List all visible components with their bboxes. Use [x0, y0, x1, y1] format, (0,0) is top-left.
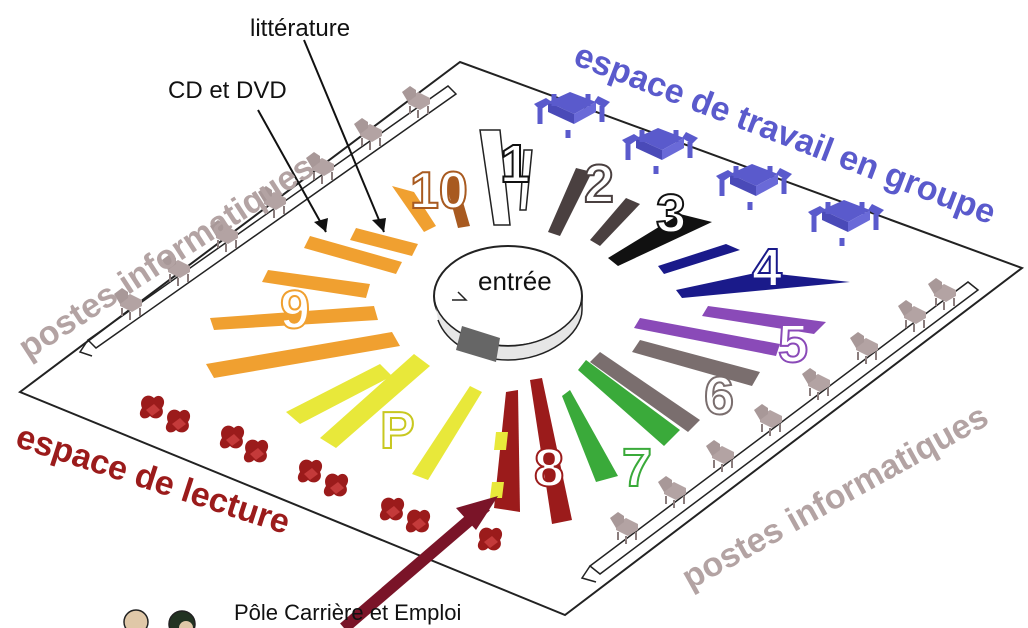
sector-P-number: P — [380, 402, 415, 460]
rail-right — [588, 281, 980, 575]
litterature-label: littérature — [250, 15, 350, 42]
sector-3-number: 3 — [656, 184, 686, 244]
sector-1-number: 1 — [500, 134, 530, 194]
sector-2-number: 2 — [584, 154, 614, 214]
sector-5-number: 5 — [778, 314, 808, 374]
sector-7-number: 7 — [622, 438, 652, 498]
sector-4-number: 4 — [752, 238, 782, 298]
people-icon — [123, 609, 196, 628]
career-center-label: Pôle Carrière et Emploi — [234, 600, 461, 625]
sector-10-number: 10 — [410, 162, 468, 220]
cd-dvd-label: CD et DVD — [168, 77, 287, 104]
entrance-desk-icon — [433, 245, 583, 362]
entrance-label: entrée — [478, 266, 552, 296]
sector-8-number: 8 — [534, 438, 564, 498]
annotation-arrows — [257, 39, 498, 628]
sector-6-number: 6 — [704, 366, 734, 426]
sector-9-number: 9 — [280, 280, 310, 340]
shelf-sectors — [206, 129, 850, 524]
sector-numbers: 1 2 3 4 5 6 7 8 9 10 P — [279, 133, 809, 499]
